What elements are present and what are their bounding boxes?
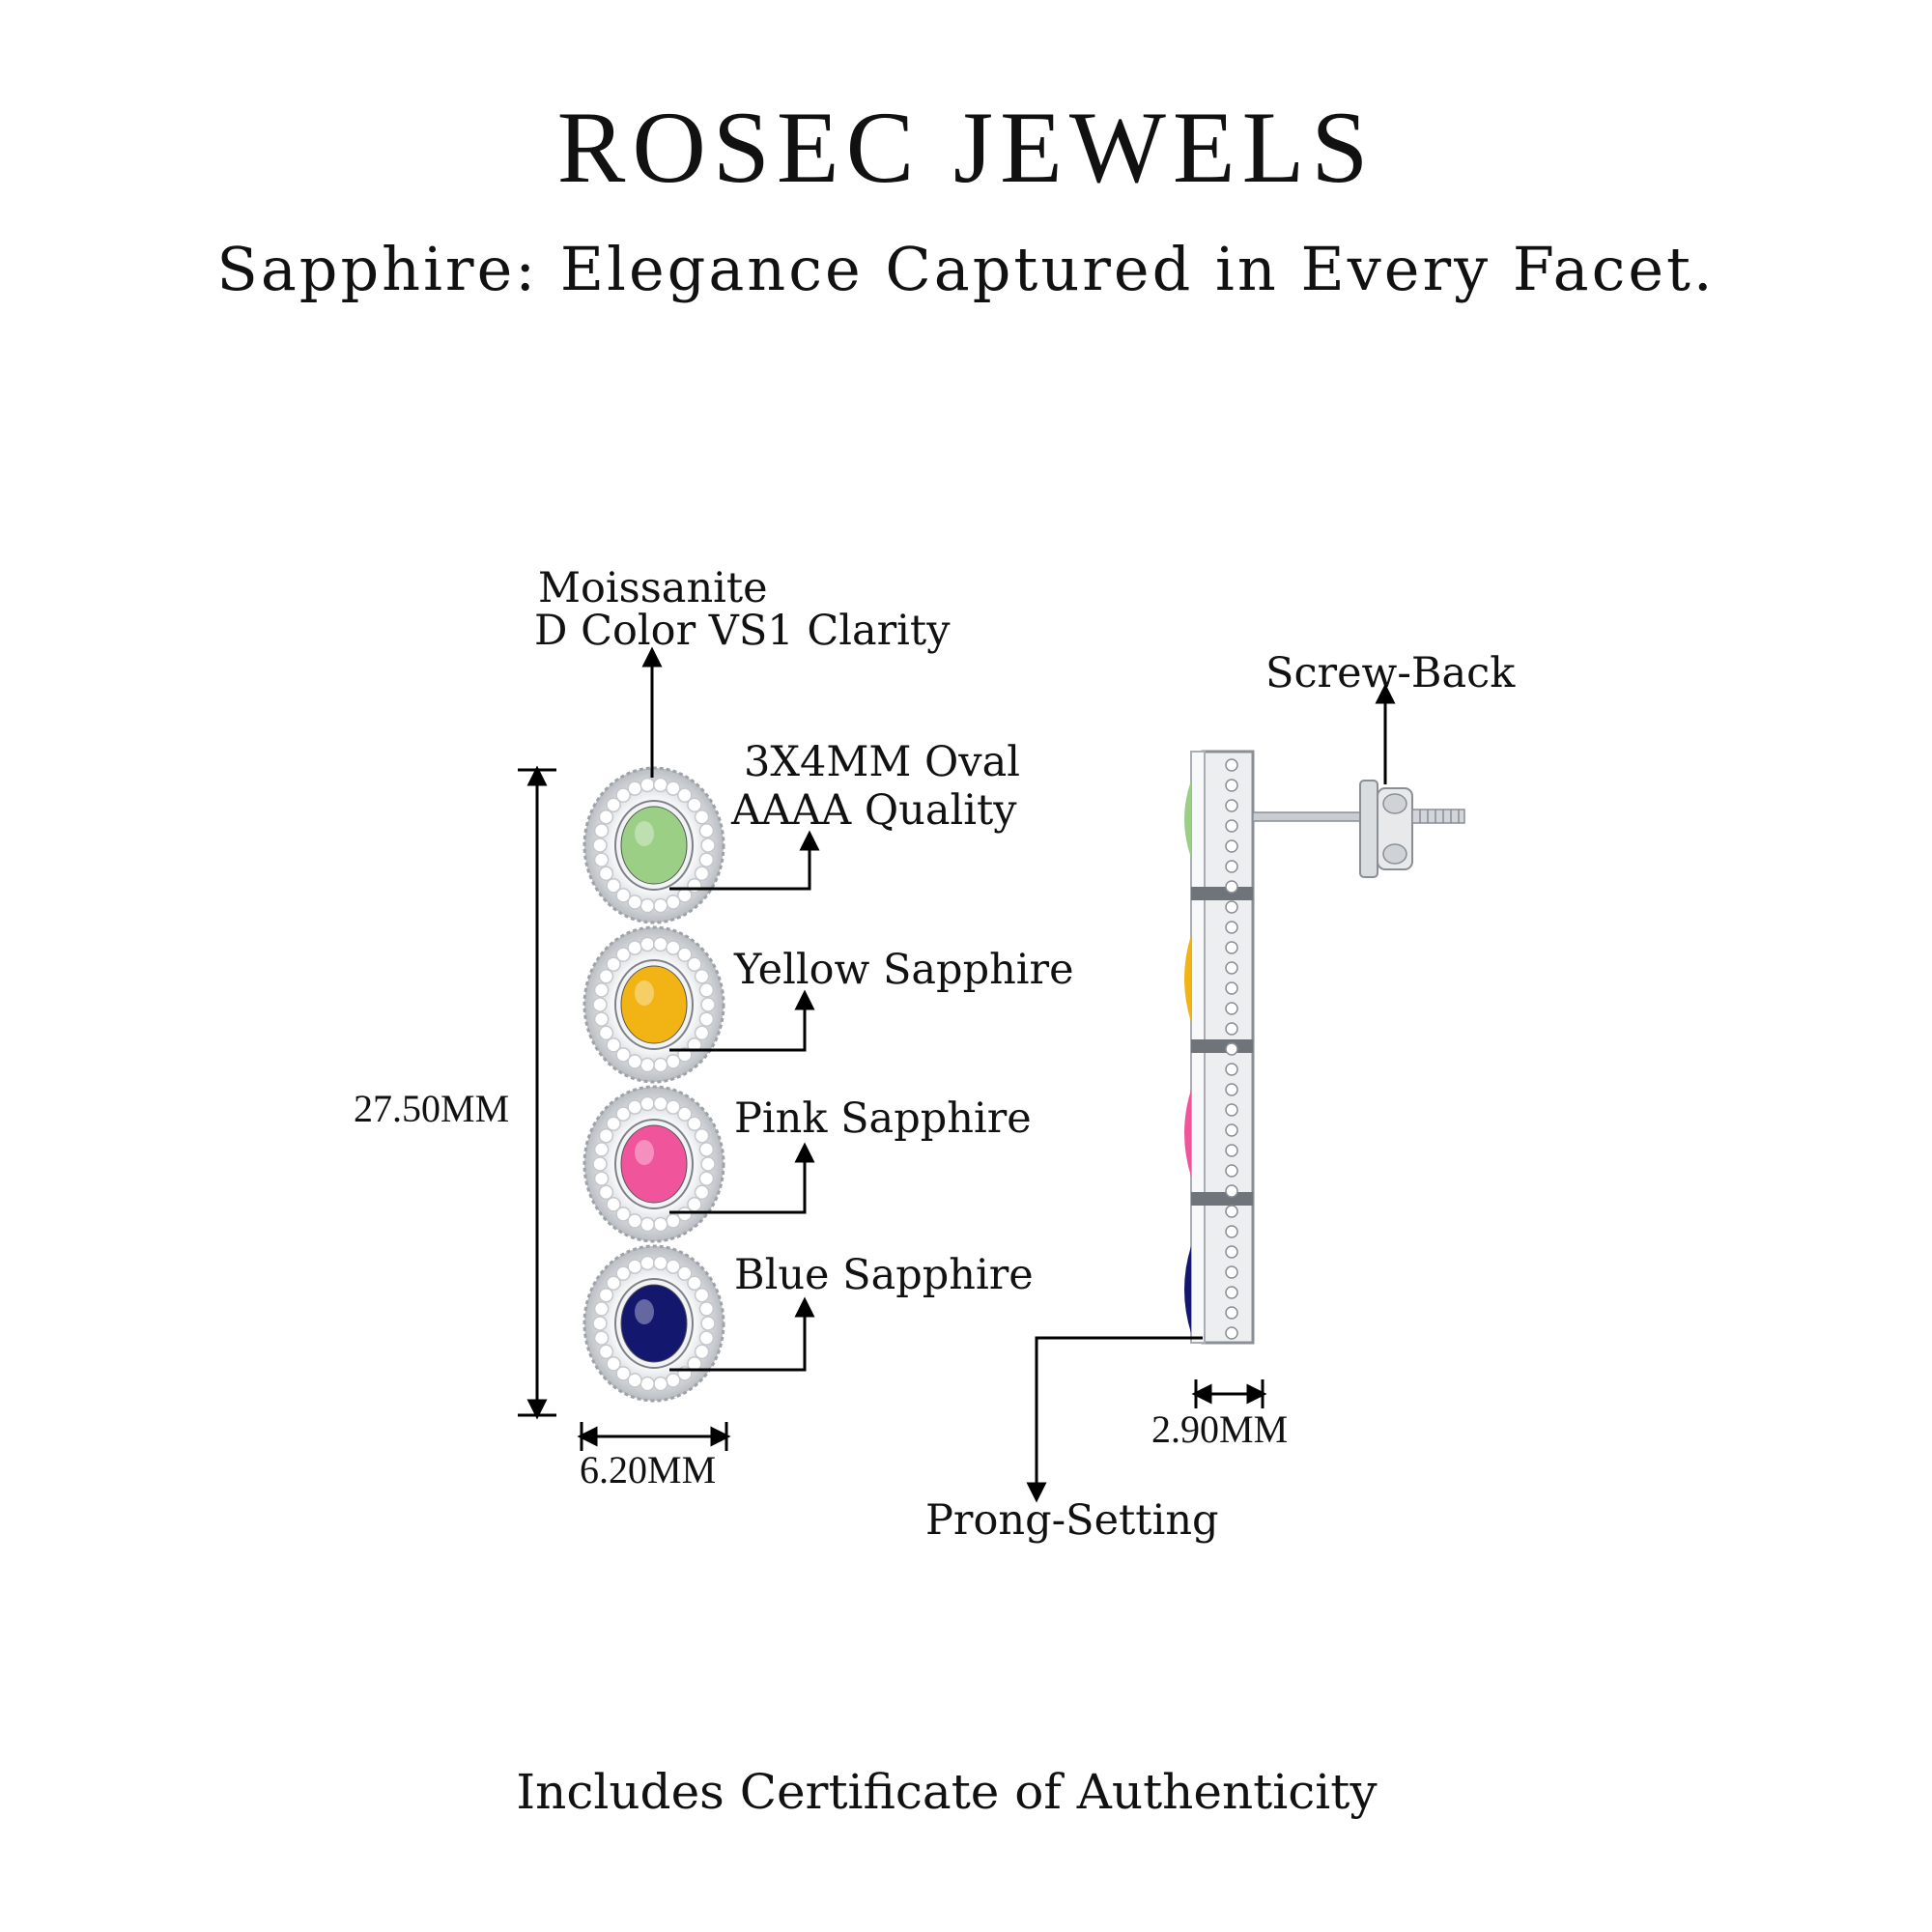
moissanite-label: Moissanite — [538, 564, 768, 612]
blue-sapphire-label: Blue Sapphire — [734, 1251, 1034, 1299]
oval-pointer — [669, 830, 820, 891]
earring-side-view — [1184, 750, 1465, 1345]
side-green-stone — [1184, 781, 1191, 858]
halo-yellow-sapphire — [582, 925, 725, 1084]
prong-setting-label: Prong-Setting — [925, 1496, 1219, 1545]
halo-blue-sapphire — [582, 1244, 725, 1403]
segment-link — [1191, 887, 1253, 900]
width-dimension-label: 6.20MM — [580, 1448, 717, 1492]
blue-sapphire-stone — [620, 1284, 688, 1363]
side-pink-stone — [1184, 1090, 1191, 1177]
earring-post — [1252, 811, 1365, 822]
moissanite-spec-label: D Color VS1 Clarity — [534, 607, 951, 655]
yellow-sapphire-label: Yellow Sapphire — [734, 946, 1074, 994]
segment-link — [1191, 1039, 1253, 1053]
pink-pointer — [669, 1142, 815, 1214]
thickness-dimension-label: 2.90MM — [1151, 1407, 1289, 1451]
side-blue-stone — [1184, 1246, 1191, 1333]
tagline: Sapphire: Elegance Captured in Every Fac… — [216, 234, 1716, 304]
brand-title: ROSEC JEWELS — [556, 91, 1376, 204]
green-sapphire-stone — [620, 806, 688, 885]
pink-sapphire-label: Pink Sapphire — [734, 1094, 1032, 1143]
certificate-note: Includes Certificate of Authenticity — [516, 1764, 1378, 1820]
earring-front-view — [582, 766, 725, 1403]
blue-pointer — [669, 1296, 815, 1372]
quality-label: AAAA Quality — [731, 786, 1017, 835]
screw-back-nut — [1359, 780, 1378, 878]
height-dimension-label: 27.50MM — [354, 1087, 510, 1130]
oval-size-label: 3X4MM Oval — [744, 738, 1020, 786]
pink-sapphire-stone — [620, 1124, 688, 1204]
halo-green-sapphire — [582, 766, 725, 924]
segment-link — [1191, 1192, 1253, 1206]
yellow-pointer — [669, 989, 815, 1052]
yellow-sapphire-stone — [620, 965, 688, 1044]
prong-setting-pointer — [1026, 1336, 1203, 1503]
halo-pink-sapphire — [582, 1085, 725, 1243]
side-yellow-stone — [1184, 935, 1191, 1022]
